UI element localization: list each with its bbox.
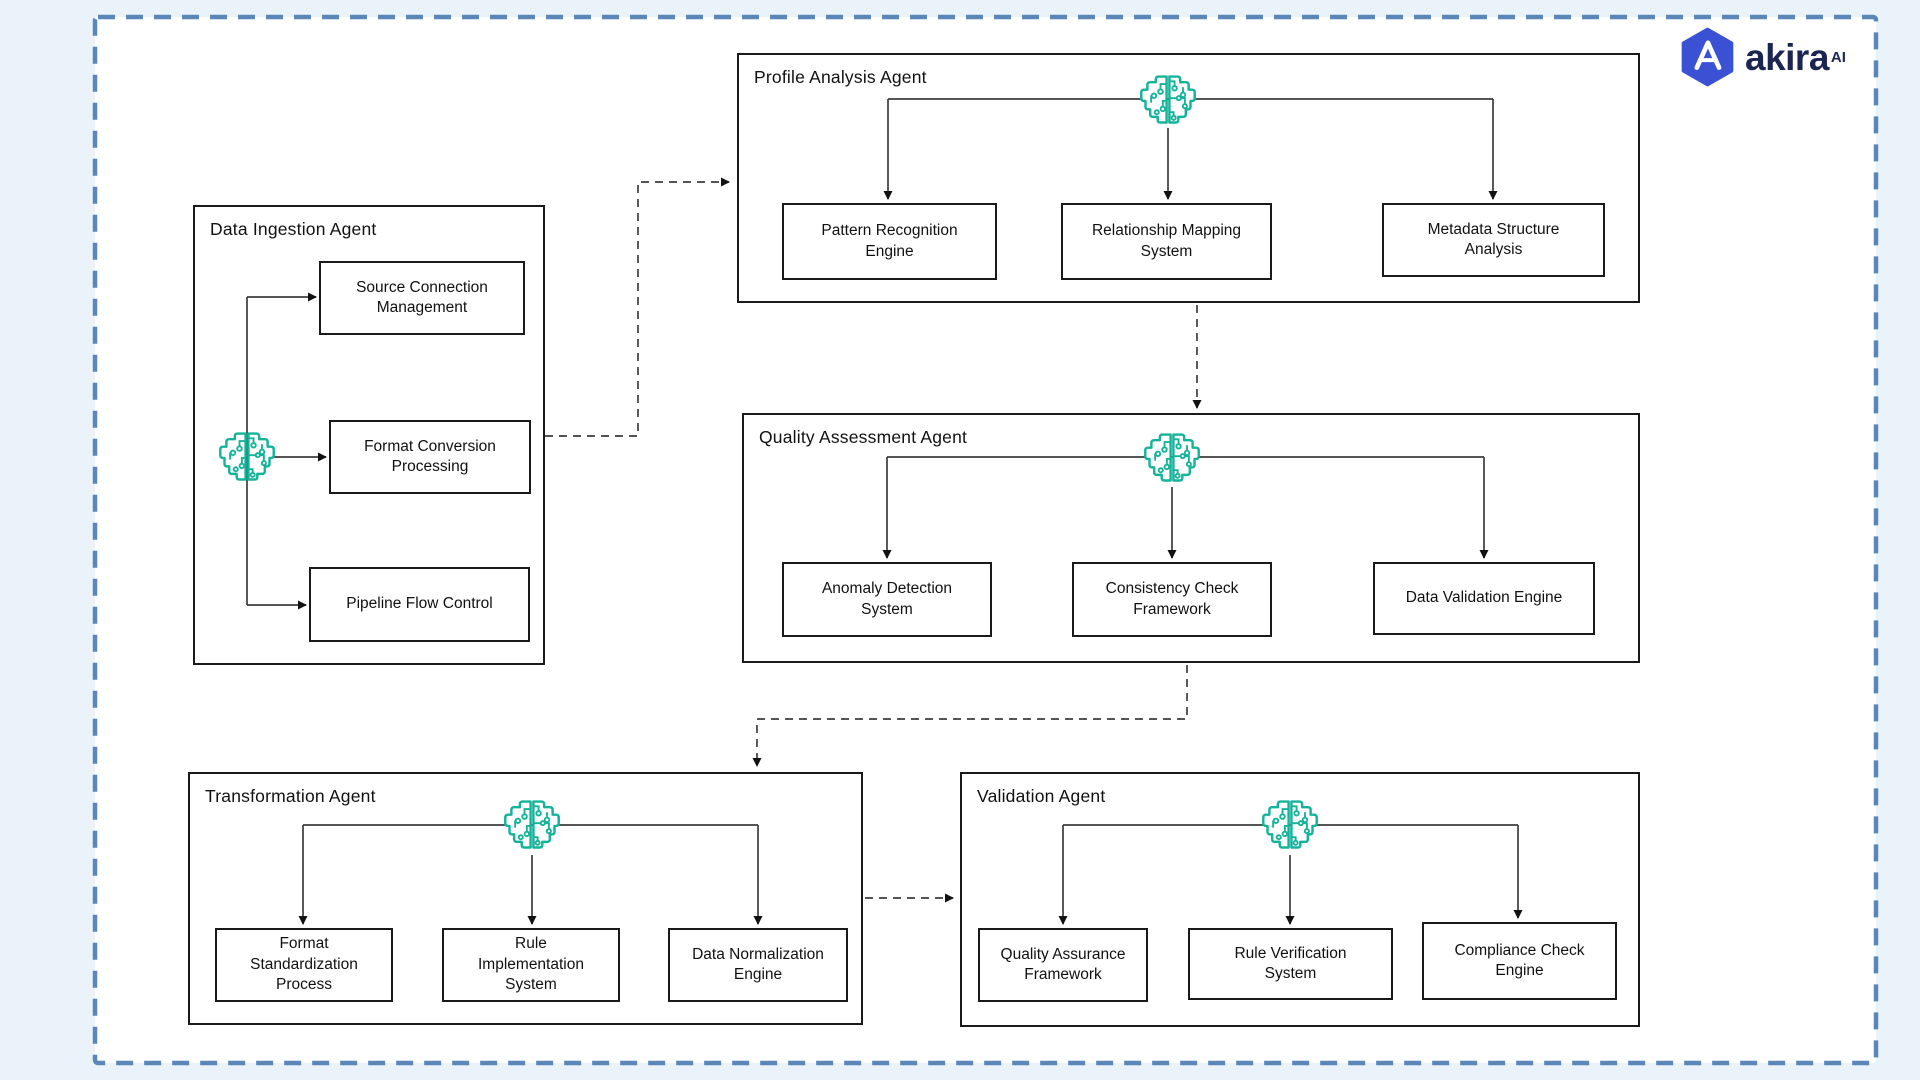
agent-title: Profile Analysis Agent	[754, 67, 927, 87]
agent-box-data-ingestion: Data Ingestion Agent	[193, 205, 545, 665]
node-source-connection-management: Source Connection Management	[319, 261, 525, 335]
node-relationship-mapping-system: Relationship Mapping System	[1061, 203, 1272, 280]
node-anomaly-detection-system: Anomaly Detection System	[782, 562, 992, 637]
node-metadata-structure-analysis: Metadata Structure Analysis	[1382, 203, 1605, 277]
agent-title: Transformation Agent	[205, 786, 376, 806]
node-compliance-check-engine: Compliance Check Engine	[1422, 922, 1617, 1000]
logo-superscript: AI	[1830, 48, 1846, 66]
hexagon-a-icon	[1681, 27, 1734, 87]
agent-box-quality-assessment: Quality Assessment Agent	[742, 413, 1640, 663]
dashed-connectors	[545, 177, 1202, 903]
node-data-normalization-engine: Data Normalization Engine	[668, 928, 848, 1002]
agent-box-profile-analysis: Profile Analysis Agent	[737, 53, 1640, 303]
agent-title: Quality Assessment Agent	[759, 427, 968, 447]
agent-title: Data Ingestion Agent	[210, 219, 377, 239]
node-pipeline-flow-control: Pipeline Flow Control	[309, 567, 530, 642]
node-consistency-check-framework: Consistency Check Framework	[1072, 562, 1272, 637]
node-format-conversion-processing: Format Conversion Processing	[329, 420, 531, 494]
flow-quality-to-transformation	[752, 665, 1188, 767]
logo-wordmark: akira	[1745, 36, 1829, 78]
node-rule-verification-system: Rule Verification System	[1188, 928, 1393, 1000]
node-quality-assurance-framework: Quality Assurance Framework	[978, 928, 1148, 1002]
agent-box-transformation: Transformation Agent	[188, 772, 863, 1025]
node-format-standardization-process: Format Standardization Process	[215, 928, 393, 1002]
node-pattern-recognition-engine: Pattern Recognition Engine	[782, 203, 997, 280]
agent-box-validation: Validation Agent	[960, 772, 1640, 1027]
flow-ingestion-to-profile	[545, 177, 730, 437]
node-data-validation-engine: Data Validation Engine	[1373, 562, 1595, 635]
node-rule-implementation-system: Rule Implementation System	[442, 928, 620, 1002]
agent-title: Validation Agent	[977, 786, 1106, 806]
